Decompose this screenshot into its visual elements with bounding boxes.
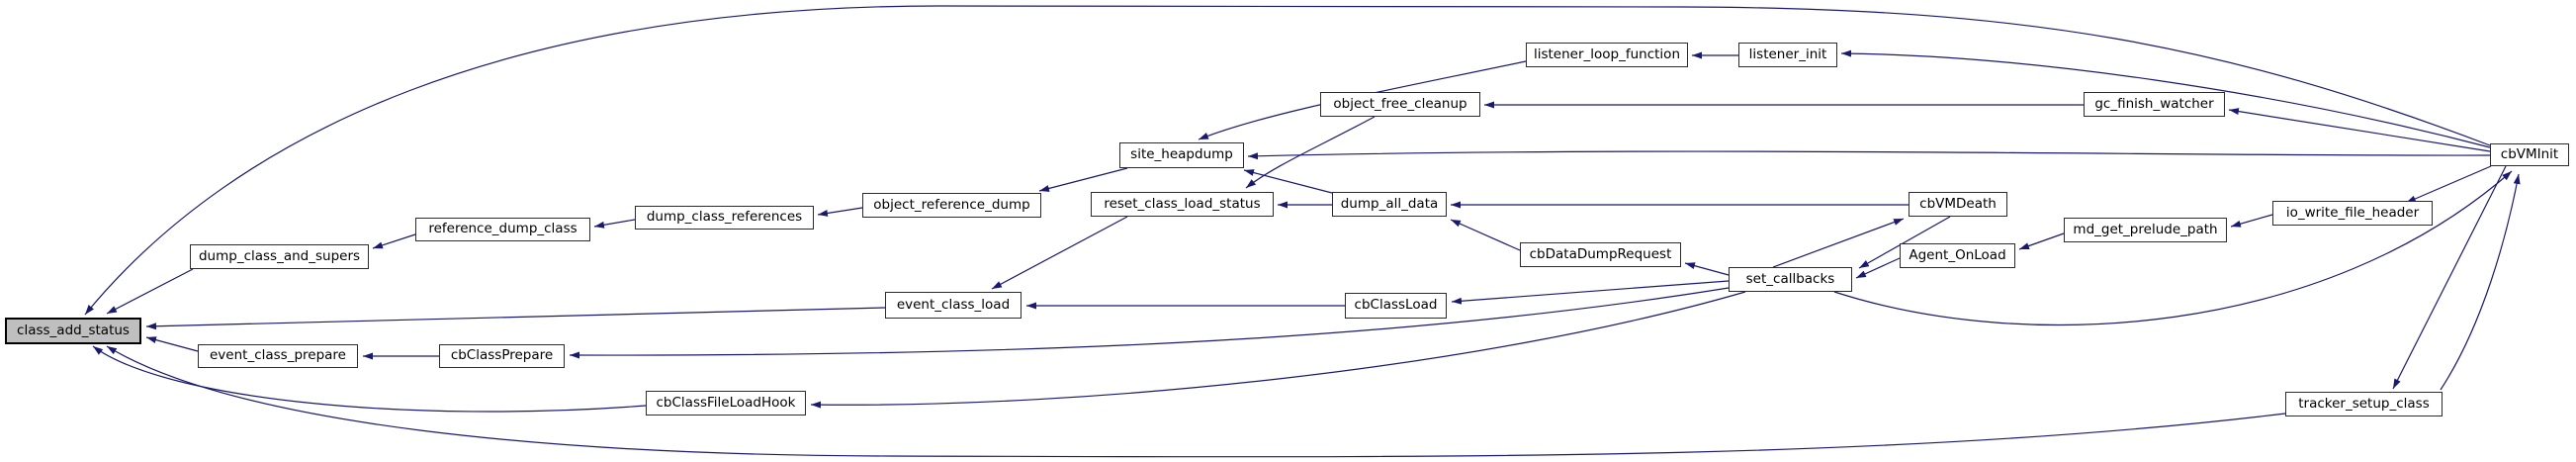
node-object_free_cleanup[interactable]: object_free_cleanup: [1320, 92, 1480, 117]
node-reference_dump_class[interactable]: reference_dump_class: [415, 218, 590, 241]
node-label: gc_finish_watcher: [2094, 95, 2214, 112]
node-event_class_load[interactable]: event_class_load: [885, 292, 1022, 319]
edge-reset_class_load_status-to-event_class_load: [991, 216, 1128, 290]
node-listener_init[interactable]: listener_init: [1738, 43, 1837, 67]
node-label: cbVMDeath: [1919, 195, 1997, 212]
node-object_reference_dump[interactable]: object_reference_dump: [862, 193, 1041, 218]
edge-object_free_cleanup-to-reset_class_load_status: [1245, 116, 1376, 189]
node-cbVMInit[interactable]: cbVMInit: [2490, 143, 2569, 166]
edge-set_callbacks-to-cbClassPrepare: [569, 287, 1730, 359]
node-dump_class_references[interactable]: dump_class_references: [635, 206, 814, 230]
node-set_callbacks[interactable]: set_callbacks: [1729, 267, 1852, 292]
node-label: listener_loop_function: [1533, 46, 1681, 62]
node-label: cbClassLoad: [1354, 297, 1438, 314]
node-label: md_get_prelude_path: [2073, 221, 2218, 237]
node-label: dump_all_data: [1340, 195, 1439, 212]
node-dump_class_and_supers[interactable]: dump_class_and_supers: [190, 244, 369, 269]
edge-tracker_setup_class-to-cbVMInit: [2440, 173, 2521, 391]
edge-md_get_prelude_path-to-Agent_OnLoad: [2018, 232, 2065, 250]
edge-object_reference_dump-to-dump_class_references: [817, 207, 863, 217]
edge-io_write_file_header-to-md_get_prelude_path: [2230, 214, 2273, 228]
node-tracker_setup_class[interactable]: tracker_setup_class: [2285, 392, 2443, 416]
edge-set_callbacks-to-cbDataDumpRequest: [1684, 262, 1730, 276]
node-label: object_free_cleanup: [1333, 95, 1467, 112]
edge-site_heapdump-to-object_reference_dump: [1038, 167, 1128, 192]
node-label: Agent_OnLoad: [1909, 246, 2006, 263]
node-label: cbVMInit: [2500, 145, 2559, 162]
node-cbDataDumpRequest[interactable]: cbDataDumpRequest: [1520, 242, 1681, 267]
edge-set_callbacks-to-cbVMInit: [1833, 170, 2513, 326]
edge-cbVMInit-to-listener_init: [1840, 49, 2491, 148]
node-label: event_class_prepare: [210, 347, 346, 364]
node-class_add_status: class_add_status: [5, 318, 141, 344]
edge-dump_class_references-to-reference_dump_class: [593, 219, 636, 229]
edge-dump_all_data-to-site_heapdump: [1243, 169, 1333, 194]
node-label: dump_class_and_supers: [198, 247, 361, 264]
edge-cbVMInit-to-site_heapdump: [1247, 150, 2491, 160]
node-cbClassLoad[interactable]: cbClassLoad: [1345, 293, 1447, 319]
node-io_write_file_header[interactable]: io_write_file_header: [2272, 201, 2433, 226]
node-cbClassFileLoadHook[interactable]: cbClassFileLoadHook: [646, 391, 806, 416]
node-reset_class_load_status[interactable]: reset_class_load_status: [1091, 192, 1274, 217]
node-cbVMDeath[interactable]: cbVMDeath: [1909, 192, 2007, 217]
node-label: io_write_file_header: [2285, 204, 2420, 221]
node-label: reference_dump_class: [428, 221, 577, 237]
node-label: site_heapdump: [1130, 146, 1233, 163]
node-label: class_add_status: [17, 322, 130, 338]
edge-set_callbacks-to-cbClassFileLoadHook: [810, 291, 1746, 409]
edge-cbVMInit-to-io_write_file_header: [2405, 165, 2492, 204]
node-label: tracker_setup_class: [2298, 395, 2430, 412]
edge-cbVMInit-to-class_add_status: [84, 5, 2491, 316]
edge-cbVMInit-to-tracker_setup_class: [2392, 165, 2507, 390]
node-md_get_prelude_path[interactable]: md_get_prelude_path: [2064, 218, 2227, 242]
node-label: cbClassPrepare: [450, 347, 554, 364]
node-label: reset_class_load_status: [1104, 195, 1261, 212]
node-event_class_prepare[interactable]: event_class_prepare: [198, 344, 358, 368]
edge-Agent_OnLoad-to-set_callbacks: [1855, 257, 1901, 279]
node-cbClassPrepare[interactable]: cbClassPrepare: [439, 344, 565, 368]
edge-cbDataDumpRequest-to-dump_all_data: [1450, 219, 1521, 251]
node-label: set_callbacks: [1745, 270, 1835, 287]
node-label: object_reference_dump: [873, 196, 1030, 213]
node-listener_loop_function[interactable]: listener_loop_function: [1526, 43, 1688, 67]
node-site_heapdump[interactable]: site_heapdump: [1119, 142, 1244, 168]
node-label: listener_init: [1748, 46, 1827, 62]
edge-tracker_setup_class-to-class_add_status: [106, 345, 2286, 458]
edge-cbClassFileLoadHook-to-class_add_status: [92, 345, 647, 413]
edge-dump_class_and_supers-to-class_add_status: [106, 268, 194, 315]
node-label: cbDataDumpRequest: [1529, 245, 1672, 262]
node-label: event_class_load: [896, 296, 1011, 313]
edge-event_class_prepare-to-class_add_status: [145, 336, 199, 352]
node-label: cbClassFileLoadHook: [656, 394, 796, 411]
edge-set_callbacks-to-cbClassLoad: [1451, 280, 1730, 305]
edge-event_class_load-to-class_add_status: [145, 307, 886, 330]
node-label: dump_class_references: [646, 209, 803, 226]
edge-set_callbacks-to-cbVMDeath: [1772, 218, 1905, 268]
edge-reference_dump_class-to-dump_class_and_supers: [372, 233, 416, 249]
node-gc_finish_watcher[interactable]: gc_finish_watcher: [2084, 92, 2225, 117]
edge-cbVMDeath-to-set_callbacks: [1858, 216, 1951, 269]
node-dump_all_data[interactable]: dump_all_data: [1332, 192, 1447, 217]
node-Agent_OnLoad[interactable]: Agent_OnLoad: [1900, 243, 2015, 268]
edge-cbVMInit-to-gc_finish_watcher: [2228, 108, 2491, 152]
